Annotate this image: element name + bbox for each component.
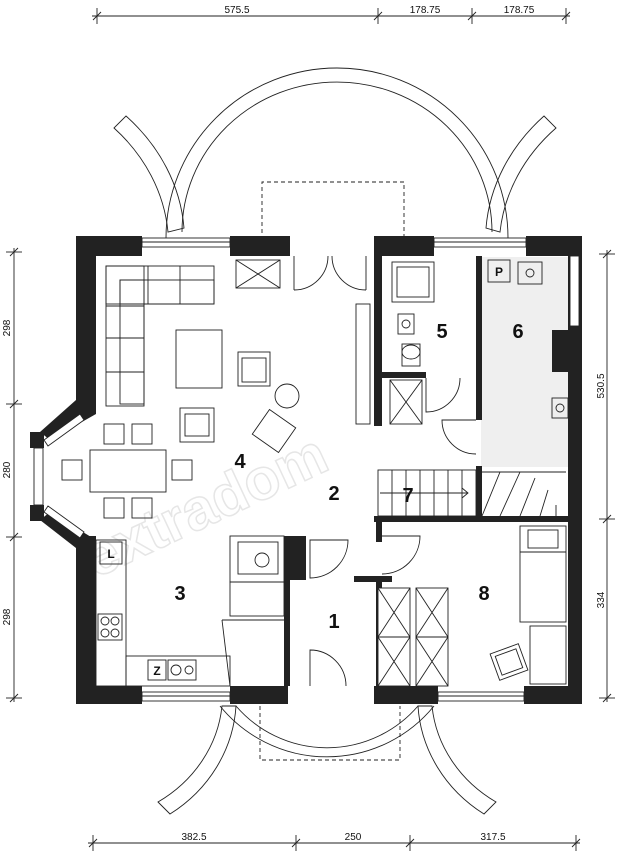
- top-dimension-line: 575.5 178.75 178.75: [92, 5, 571, 24]
- room-label-2: 2: [328, 483, 339, 505]
- right-dimension-line: 530.5 334: [596, 249, 615, 703]
- room-labels: 1 2 3 4 5 6 7 8: [174, 321, 523, 633]
- bottom-pergola: [157, 705, 497, 815]
- living-room-furniture: [105, 259, 371, 454]
- bathroom-fixtures: [389, 261, 435, 425]
- top-dim-1: 575.5: [224, 5, 249, 16]
- right-dim-2: 334: [596, 591, 607, 608]
- laundry-label: L: [107, 547, 114, 561]
- top-dim-2: 178.75: [410, 5, 441, 16]
- room-label-5: 5: [436, 321, 447, 343]
- bottom-dim-2: 250: [345, 832, 362, 843]
- pantry-label: P: [495, 265, 503, 279]
- sink-label: Z: [153, 664, 160, 678]
- room-label-3: 3: [174, 583, 185, 605]
- doors: [293, 255, 477, 687]
- dining-set: [61, 423, 193, 519]
- left-dim-1: 298: [2, 319, 13, 336]
- top-pergola: [113, 67, 557, 240]
- bottom-dimension-line: 382.5 250 317.5: [88, 832, 581, 851]
- bedroom-furniture: [489, 525, 567, 685]
- left-dimension-line: 298 280 298: [2, 247, 22, 703]
- bottom-dim-1: 382.5: [181, 832, 206, 843]
- fixture-labels: L P Z: [99, 259, 511, 681]
- room-label-4: 4: [234, 451, 246, 473]
- left-dim-2: 280: [2, 461, 13, 478]
- staircase: [377, 469, 566, 517]
- room-label-6: 6: [512, 321, 523, 343]
- exterior-walls: [30, 236, 582, 704]
- room-label-1: 1: [328, 611, 339, 633]
- top-dim-3: 178.75: [504, 5, 535, 16]
- pantry-fixtures: [517, 261, 569, 419]
- kitchen-fixtures: [95, 535, 285, 687]
- left-dim-3: 298: [2, 608, 13, 625]
- right-dim-1: 530.5: [596, 373, 607, 398]
- hall-wardrobes: [377, 587, 449, 687]
- room-label-7: 7: [402, 485, 413, 507]
- room-label-8: 8: [478, 583, 489, 605]
- bottom-dim-3: 317.5: [480, 832, 505, 843]
